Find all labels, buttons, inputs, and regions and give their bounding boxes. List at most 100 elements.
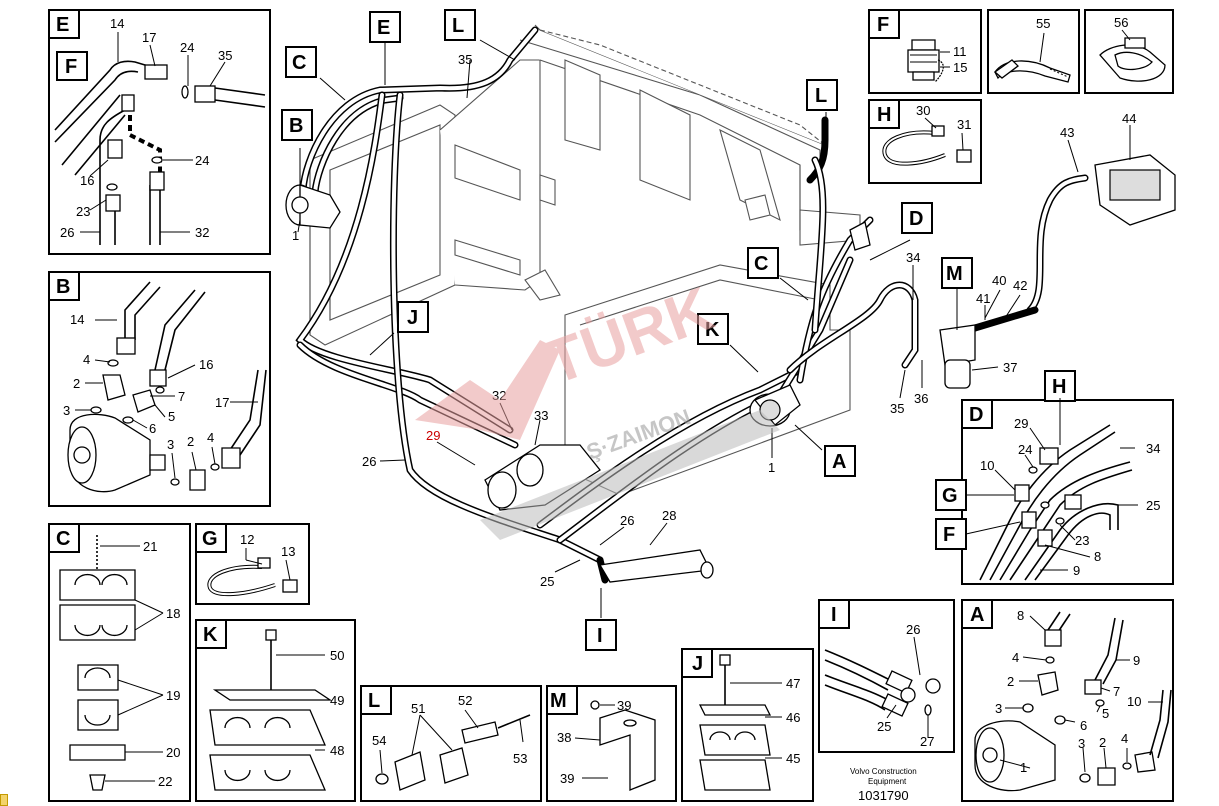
part-num: 31	[957, 117, 971, 132]
inset-K: K 50 49 48	[195, 619, 356, 802]
tag-M: M	[550, 690, 567, 712]
inset-M: M 39 38 39	[546, 685, 677, 802]
tag-G: G	[202, 528, 218, 550]
tag-B: B	[289, 115, 303, 137]
part-num: 9	[1073, 563, 1080, 578]
inset-56: 56	[1084, 9, 1174, 94]
part-num: 4	[1012, 650, 1019, 665]
part-num: 35	[458, 52, 472, 67]
part-num: 3	[995, 701, 1002, 716]
tag-G: G	[942, 485, 958, 507]
part-num: 47	[786, 676, 800, 691]
main-letter-tags: E L C B L D C K M A J I	[281, 9, 973, 651]
inset-55: 55	[987, 9, 1080, 94]
main-assembly-drawing: E L C B L D C K M A J I 35 1	[281, 9, 1176, 803]
part-num: 23	[76, 204, 90, 219]
part-num: 53	[513, 751, 527, 766]
part-num: 5	[168, 409, 175, 424]
tag-I: I	[831, 604, 837, 626]
tag-M: M	[946, 263, 963, 285]
part-num: 34	[906, 250, 920, 265]
part-num: 41	[976, 291, 990, 306]
part-num: 5	[1102, 706, 1109, 721]
inset-A: A	[961, 599, 1174, 802]
tag-A: A	[970, 604, 984, 626]
part-num: 35	[890, 401, 904, 416]
tag-D: D	[969, 404, 983, 426]
part-num: 28	[662, 508, 676, 523]
tag-J: J	[692, 653, 703, 675]
part-num: 29	[1014, 416, 1028, 431]
inset-G: G 12 13	[195, 523, 310, 605]
tag-C: C	[292, 52, 306, 74]
drawing-number: 1031790	[858, 788, 909, 803]
tag-F: F	[943, 524, 955, 546]
part-num: 7	[1113, 684, 1120, 699]
part-num: 24	[1018, 442, 1032, 457]
part-num: 26	[60, 225, 74, 240]
inset-B-leaders	[75, 319, 258, 479]
part-num: 8	[1017, 608, 1024, 623]
inset-C: C 21 18 19 20 22	[48, 523, 191, 802]
part-num: 19	[166, 688, 180, 703]
part-num: 3	[167, 437, 174, 452]
part-num: 2	[187, 434, 194, 449]
part-num: 10	[1127, 694, 1141, 709]
inset-E: E F 14 17	[48, 9, 271, 255]
tag-A: A	[832, 451, 846, 473]
part-num: 4	[207, 430, 214, 445]
part-num: 46	[786, 710, 800, 725]
tag-J: J	[407, 307, 418, 329]
part-num: 13	[281, 544, 295, 559]
part-num: 48	[330, 743, 344, 758]
part-num: 34	[1146, 441, 1160, 456]
inset-I: I 26 25 27	[818, 599, 955, 753]
part-num: 29	[426, 428, 440, 443]
part-num: 30	[916, 103, 930, 118]
part-num: 44	[1122, 111, 1136, 126]
part-num: 37	[1003, 360, 1017, 375]
part-num: 3	[1078, 736, 1085, 751]
publisher-line-1: Volvo Construction	[850, 767, 917, 776]
tag-L: L	[452, 15, 464, 37]
tag-E: E	[56, 14, 69, 36]
part-num: 26	[362, 454, 376, 469]
part-num: 2	[73, 376, 80, 391]
part-num: 20	[166, 745, 180, 760]
machine-frame	[309, 24, 861, 496]
part-num: 8	[1094, 549, 1101, 564]
tag-L: L	[815, 85, 827, 107]
part-num: 52	[458, 693, 472, 708]
part-num: 39	[560, 771, 574, 786]
part-num: 18	[166, 606, 180, 621]
part-num: 10	[980, 458, 994, 473]
corner-badge-icon	[0, 794, 8, 806]
part-num: 16	[80, 173, 94, 188]
inset-A-leaders	[999, 615, 1163, 773]
part-num: 11	[953, 44, 967, 59]
tag-I: I	[597, 625, 603, 647]
part-num: 1	[292, 228, 299, 243]
part-num: 16	[199, 357, 213, 372]
part-num: 22	[158, 774, 172, 789]
part-num: 27	[920, 734, 934, 749]
inset-J: J 47 46 45	[681, 648, 814, 802]
part-num: 43	[1060, 125, 1074, 140]
tag-F: F	[877, 14, 889, 36]
part-num: 33	[534, 408, 548, 423]
part-num: 2	[1099, 735, 1106, 750]
part-num: 24	[195, 153, 209, 168]
part-num: 4	[1121, 731, 1128, 746]
part-num: 26	[906, 622, 920, 637]
tag-F: F	[65, 56, 77, 78]
part-num: 56	[1114, 15, 1128, 30]
tag-C: C	[754, 253, 768, 275]
part-num: 26	[620, 513, 634, 528]
part-num: 55	[1036, 16, 1050, 31]
inset-L: L 51 52 54 53	[360, 685, 542, 802]
part-num: 36	[914, 391, 928, 406]
part-num: 15	[953, 60, 967, 75]
inset-C-leaders	[100, 545, 164, 782]
tag-C: C	[56, 528, 70, 550]
